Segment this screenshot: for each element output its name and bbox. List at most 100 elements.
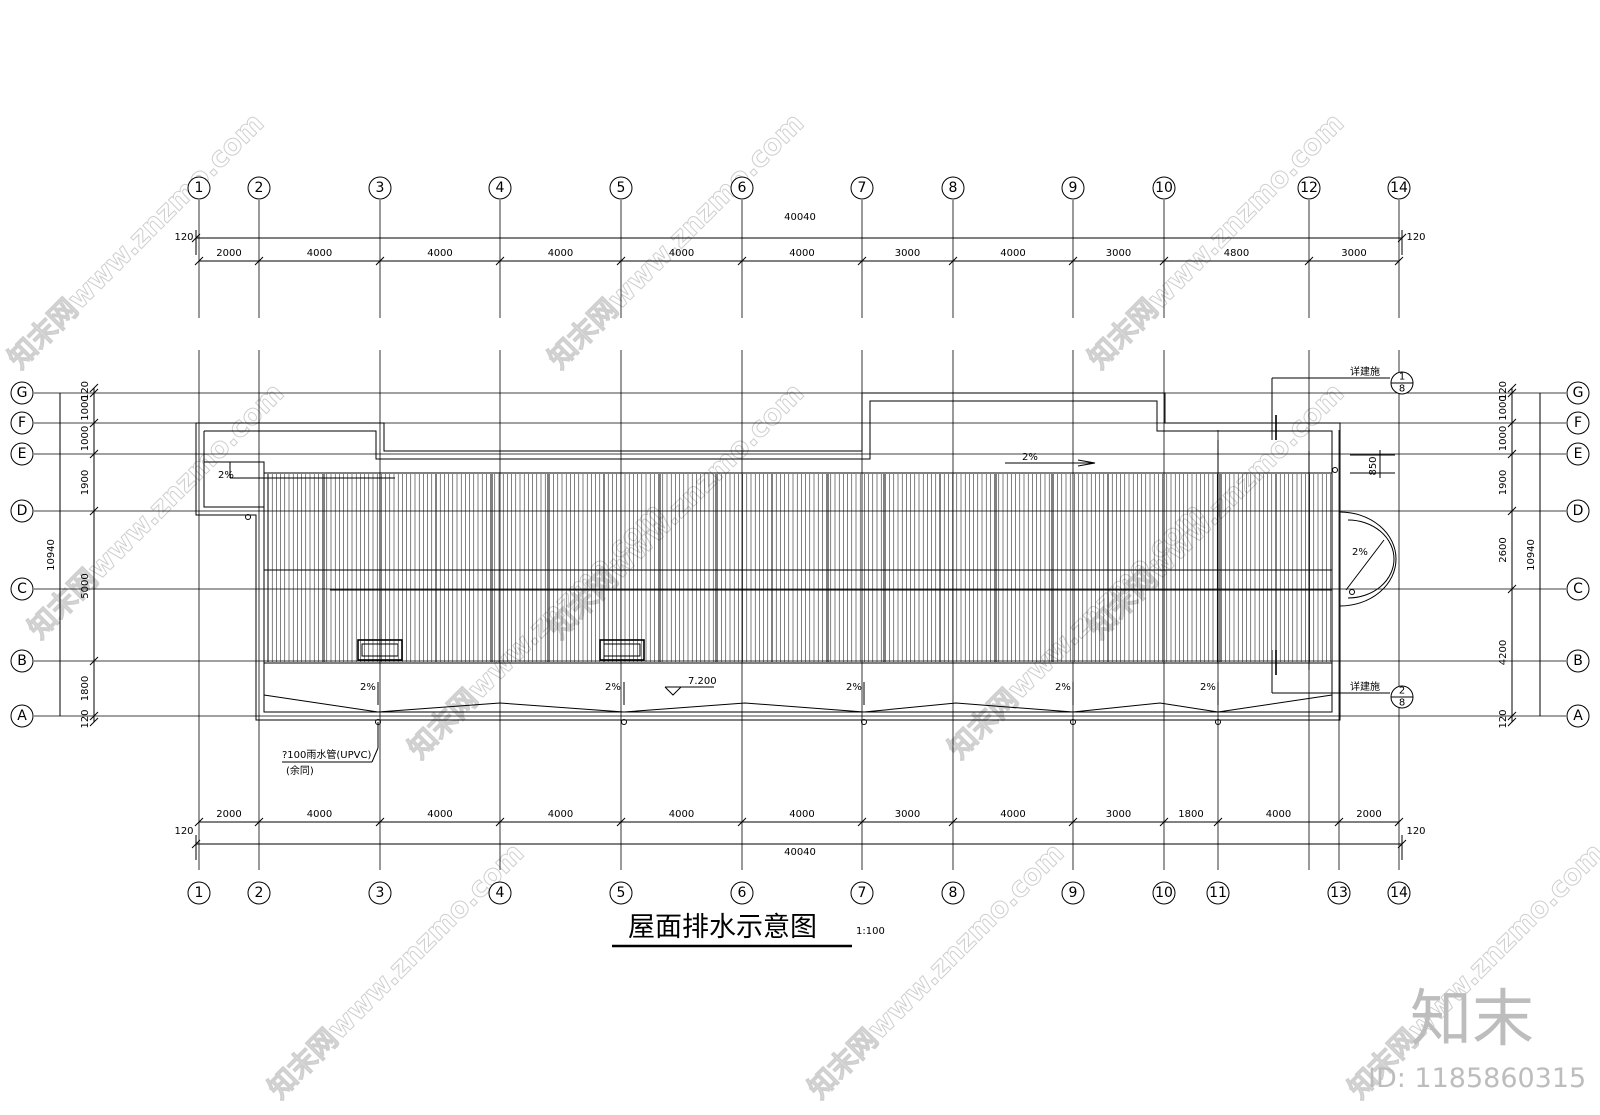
axis-label: 2	[255, 180, 264, 196]
dim-bottom-tick	[495, 817, 505, 827]
dim-bottom-tick	[375, 817, 385, 827]
dim-bottom-tick	[1068, 817, 1078, 827]
axis-bubble	[1566, 649, 1590, 673]
axis-label: C	[17, 581, 27, 597]
slope-label-gutter: 2%	[605, 682, 621, 693]
dim-top-label: 4000	[427, 248, 452, 259]
slope-label-gutter: 2%	[1055, 682, 1071, 693]
axis-label: 9	[1069, 180, 1078, 196]
dim-bottom-label: 2000	[216, 809, 241, 820]
dim-top-tick	[948, 256, 958, 266]
axis-label: 13	[1330, 885, 1348, 901]
axis-label: A	[1573, 708, 1583, 724]
drawing-scale: 1:100	[856, 926, 885, 937]
dim-left-tick	[89, 418, 99, 428]
watermark-text: 知末网www.znzmo.com	[802, 836, 1071, 1105]
axis-bubble	[247, 176, 271, 200]
axis-bubble	[247, 881, 271, 905]
elevation-label: 7.200	[688, 676, 717, 687]
dim-top-label: 4800	[1224, 248, 1249, 259]
axis-label: A	[17, 708, 27, 724]
axis-bubble	[10, 704, 34, 728]
dim-top-tick	[254, 256, 264, 266]
axis-bubble	[1061, 881, 1085, 905]
axis-label: 7	[858, 180, 867, 196]
dim-left-total: 10940	[46, 539, 57, 571]
dim-right-tick	[1507, 584, 1517, 594]
detail-sheet: 8	[1399, 698, 1405, 709]
slope-label-left: 2%	[218, 470, 234, 481]
dim-top-label: 3000	[1341, 248, 1366, 259]
watermark-text: 知末网www.znzmo.com	[402, 496, 671, 765]
dim-top-tick	[1068, 256, 1078, 266]
dim-left-label: 1000	[80, 395, 91, 420]
axis-label: B	[1573, 653, 1583, 669]
dim-bottom-label: 1800	[1178, 809, 1203, 820]
dim-top-tick	[375, 256, 385, 266]
dim-bottom-label: 4000	[789, 809, 814, 820]
dim-right-tick	[1507, 418, 1517, 428]
dim-right-label: 1000	[1498, 395, 1509, 420]
axis-label: D	[1573, 503, 1584, 519]
axis-bubble	[850, 176, 874, 200]
dim-bottom-tick	[1213, 817, 1223, 827]
dim-top-tick	[737, 256, 747, 266]
dim-bottom-tick	[1334, 817, 1344, 827]
axis-label: G	[17, 385, 28, 401]
dim-top-label: 2000	[216, 248, 241, 259]
dim-right-tick	[1507, 711, 1517, 721]
axis-bubble	[1061, 176, 1085, 200]
dim-top-edge: 120	[1406, 232, 1425, 243]
dim-bottom-tick	[194, 817, 204, 827]
detail-sheet: 8	[1399, 384, 1405, 395]
dim-bottom-total: 40040	[784, 847, 816, 858]
axis-label: 8	[949, 180, 958, 196]
axis-bubble	[730, 881, 754, 905]
watermark-text: 知末网www.znzmo.com	[542, 106, 811, 375]
axis-label: 4	[496, 180, 505, 196]
dim-right-tick	[1507, 388, 1517, 398]
dim-bottom-label: 3000	[895, 809, 920, 820]
dim-bottom-label: 4000	[548, 809, 573, 820]
detail-callout-label: 详建施	[1350, 365, 1380, 378]
drawing-title: 屋面排水示意图	[628, 912, 817, 943]
axis-bubble	[730, 176, 754, 200]
dim-top-label: 4000	[789, 248, 814, 259]
axis-bubble	[850, 881, 874, 905]
dim-left-tick	[89, 717, 99, 727]
axis-label: G	[1573, 385, 1584, 401]
dim-right-label: 120	[1498, 709, 1509, 728]
axis-bubble	[187, 176, 211, 200]
axis-bubble	[1152, 176, 1176, 200]
dim-left-label: 1900	[80, 470, 91, 495]
watermark-text: 知末网www.znzmo.com	[1082, 106, 1351, 375]
dim-bottom-tick	[857, 817, 867, 827]
slope-label-gutter: 2%	[1200, 682, 1216, 693]
axis-bubble	[488, 176, 512, 200]
axis-bubble	[10, 381, 34, 405]
axis-bubble	[1206, 881, 1230, 905]
dim-right-tick	[1507, 383, 1517, 393]
axis-label: 6	[738, 885, 747, 901]
dim-left-label: 120	[80, 709, 91, 728]
axis-label: D	[17, 503, 28, 519]
dim-top-label: 4000	[307, 248, 332, 259]
dim-left-tick	[89, 711, 99, 721]
axis-label: 1	[195, 180, 204, 196]
axis-label: 10	[1155, 885, 1173, 901]
dim-top-label: 4000	[548, 248, 573, 259]
dim-left-label: 5000	[80, 573, 91, 598]
dim-bottom-label: 4000	[1000, 809, 1025, 820]
axis-label: 8	[949, 885, 958, 901]
slope-label-gutter: 2%	[360, 682, 376, 693]
watermark-text: 知末网www.znzmo.com	[2, 106, 271, 375]
axis-bubble	[10, 411, 34, 435]
axis-bubble	[1566, 704, 1590, 728]
slope-label-bay: 2%	[1352, 547, 1368, 558]
axis-bubble	[1566, 411, 1590, 435]
axis-label: 14	[1390, 180, 1408, 196]
axis-label: 3	[376, 180, 385, 196]
axis-label: 3	[376, 885, 385, 901]
dim-right-label: 4200	[1498, 640, 1509, 665]
dim-top-tick	[1394, 256, 1404, 266]
